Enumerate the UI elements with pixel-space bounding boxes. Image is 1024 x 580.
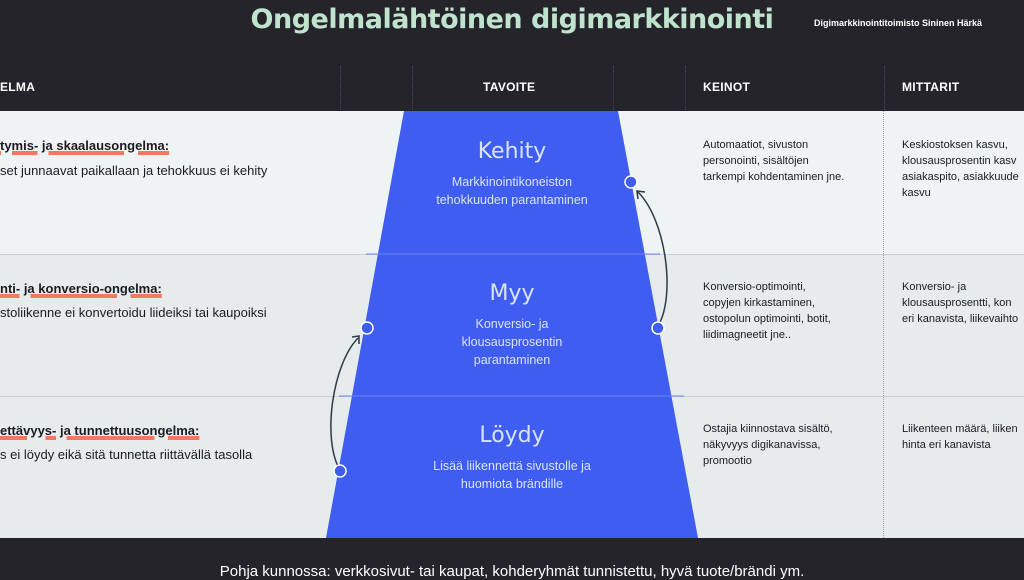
problem-title: nti- ja konversio-ongelma: <box>0 281 162 296</box>
column-header-metrics: MITTARIT <box>902 80 960 94</box>
goal-description: Lisää liikennettä sivustolle ja huomiota… <box>433 459 591 491</box>
funnel-shape <box>326 111 698 538</box>
goal-title: Löydy <box>479 423 545 448</box>
means-cell: Automaatiot, sivuston personointi, sisäl… <box>703 139 845 183</box>
problem-description: set junnaavat paikallaan ja tehokkuus ei… <box>0 163 268 178</box>
header-divider <box>884 66 885 110</box>
header-divider <box>613 66 614 110</box>
means-cell: Ostajia kiinnostava sisältö, näkyvyys di… <box>703 423 833 467</box>
footer-text: Pohja kunnossa: verkkosivut- tai kaupat,… <box>219 563 805 580</box>
metrics-cell: Liikenteen määrä, liiken hinta eri kanav… <box>902 423 1018 451</box>
means-cell: Konversio-optimointi, copyjen kirkastami… <box>703 281 831 341</box>
goal-title: Myy <box>489 281 535 306</box>
page-title: Ongelmalähtöinen digimarkkinointi <box>250 4 774 35</box>
header-divider <box>340 66 341 110</box>
problem-description: stoliikenne ei konvertoidu liideiksi tai… <box>0 305 267 320</box>
column-header-goal: TAVOITE <box>483 80 536 94</box>
column-header-means: KEINOT <box>703 80 751 94</box>
problem-title: tymis- ja skaalausongelma: <box>0 138 170 153</box>
arrow-up-left-icon <box>624 175 668 335</box>
header-divider <box>412 66 413 110</box>
arrow-up-right-icon <box>330 321 374 478</box>
problem-description: s ei löydy eikä sitä tunnetta riittäväll… <box>0 447 253 462</box>
column-header-problem: ELMA <box>0 80 36 94</box>
header-divider <box>685 66 686 110</box>
goal-title: Kehity <box>477 139 547 164</box>
brand-name: Digimarkkinointitoimisto Sininen Härkä <box>813 18 982 28</box>
metrics-cell: Keskiostoksen kasvu, klousausprosentin k… <box>902 139 1019 199</box>
goal-description: Konversio- ja klousausprosentin parantam… <box>461 317 563 367</box>
problem-title: ettävyys- ja tunnettuusongelma: <box>0 423 200 438</box>
metrics-cell: Konversio- ja klousausprosentti, kon eri… <box>902 281 1019 325</box>
column-divider <box>883 111 884 538</box>
goal-description: Markkinointikoneiston tehokkuuden parant… <box>436 175 588 207</box>
